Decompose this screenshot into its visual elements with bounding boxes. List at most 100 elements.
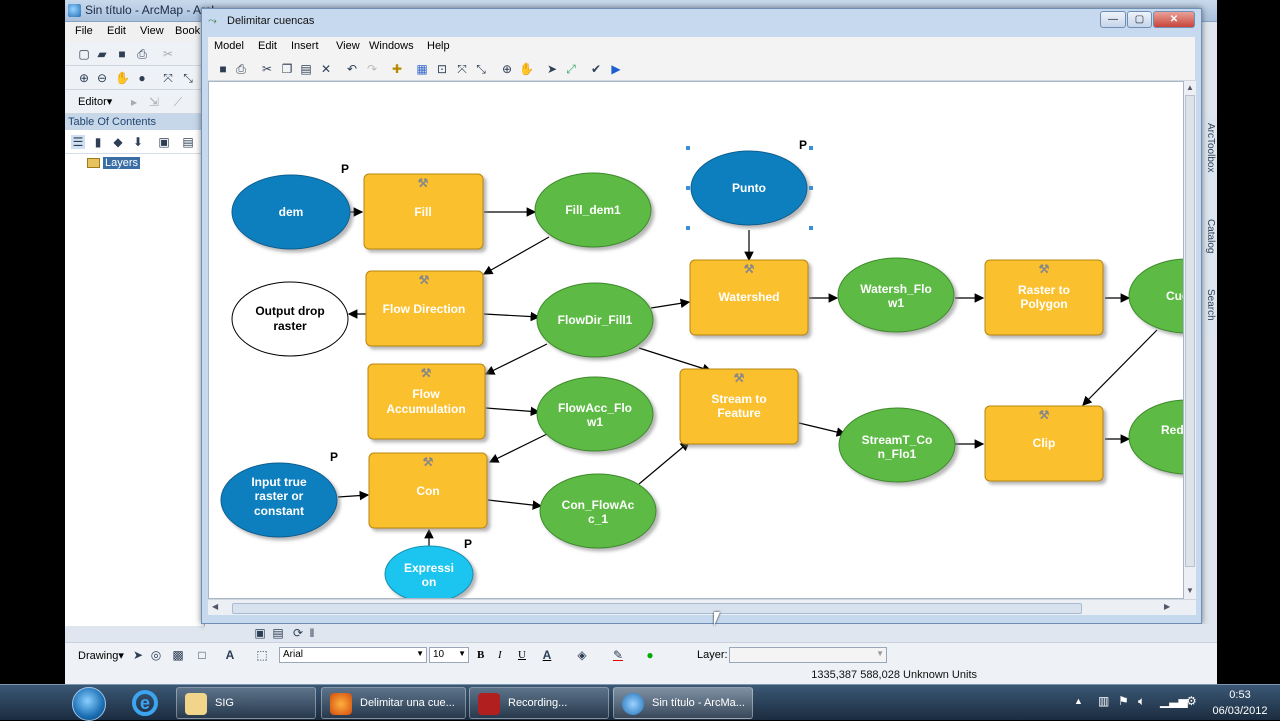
bold-button[interactable]: B [477,649,485,661]
menu-edit[interactable]: Edit [258,40,277,52]
dem-node[interactable] [231,174,351,250]
cuenca-node[interactable] [1128,258,1184,334]
menu-view[interactable]: View [140,25,164,37]
edit-tool-icon[interactable]: ▸ [130,95,138,109]
select-elements-icon[interactable]: ➤ [132,648,144,662]
underline-button[interactable]: U [518,649,526,661]
volume-icon[interactable]: 🔈︎ [1138,694,1146,708]
validate-icon[interactable]: ✔ [590,62,602,76]
network-icon[interactable]: ▁▃▅ [1160,694,1188,708]
cut-icon[interactable]: ✂ [162,47,174,61]
output-drop-raster-node[interactable] [231,281,349,357]
clock-time[interactable]: 0:53 [1229,689,1251,701]
search-tab[interactable]: Search [1205,289,1216,321]
fixed-zoom-out-icon[interactable]: ⤡ [476,62,486,76]
refresh-icon[interactable]: ⟳ [292,626,304,640]
edit-vertices-icon[interactable]: ⬚ [256,648,268,662]
safely-remove-icon[interactable]: ▥ [1098,694,1110,708]
layer-field[interactable]: ▼ [729,647,887,663]
undo-icon[interactable]: ↶ [346,62,358,76]
layout-view-icon[interactable]: ▤ [272,626,284,640]
pan-icon[interactable]: ✋ [519,62,534,76]
menu-bookmarks[interactable]: Book [175,25,201,37]
taskbar-item-arcmap[interactable]: Sin título - ArcMa... [613,687,753,719]
globe-icon[interactable]: ● [138,71,146,85]
font-name-field[interactable]: Arial▼ [279,647,427,663]
zoom-whole-page-icon[interactable]: ▩ [172,648,184,662]
catalog-tab[interactable]: Catalog [1205,219,1216,254]
add-data-icon[interactable]: ✚ [391,62,403,76]
sketch-icon[interactable]: ⟋ [173,95,183,109]
fill-color-icon[interactable]: ◈ [577,648,587,662]
list-by-source-icon[interactable]: ▮ [94,135,102,149]
new-icon[interactable]: ▢ [78,47,90,61]
save-icon[interactable]: ■ [118,47,126,61]
rectangle-icon[interactable]: □ [198,648,206,662]
input-raster-node[interactable] [220,462,338,538]
con-flowacc-1-node[interactable] [539,473,657,549]
watersh-flow1-node[interactable] [837,257,955,333]
internet-explorer-icon[interactable]: e [124,688,168,719]
rotate-icon[interactable]: ◎ [150,648,162,662]
editor-menu[interactable]: Editor▾ [78,96,113,108]
paste-icon[interactable]: ▤ [300,62,312,76]
pan-icon[interactable]: ✋ [115,71,130,85]
marker-color-icon[interactable]: ● [646,648,654,662]
full-extent-icon[interactable]: ⊡ [436,62,448,76]
menu-help[interactable]: Help [427,40,450,52]
clock-date[interactable]: 06/03/2012 [1212,705,1268,717]
auto-layout-icon[interactable]: ▦ [416,62,428,76]
minimize-button[interactable]: — [1100,11,1126,28]
show-hidden-icons-icon[interactable]: ▲ [1074,696,1083,706]
expression-node[interactable] [384,545,474,599]
layers-item[interactable]: Layers [103,157,141,169]
flowdir-fill1-node[interactable] [536,282,654,358]
print-icon[interactable]: ⎙ [137,47,147,61]
streamt-con-flo1-node[interactable] [838,407,956,483]
horizontal-scrollbar[interactable]: ◀ ▶ [208,599,1196,615]
arctoolbox-tab[interactable]: ArcToolbox [1205,123,1216,173]
raster-to-polygon-tool[interactable] [984,259,1104,336]
scroll-up-icon[interactable]: ▲ [1186,83,1194,92]
horizontal-scroll-thumb[interactable] [232,603,1082,614]
con-tool[interactable] [368,452,488,529]
red-node[interactable] [1128,399,1184,475]
zoom-out-icon[interactable]: ⊖ [96,71,108,85]
copy-icon[interactable]: ❐ [281,62,293,76]
taskbar-item-recording[interactable]: Recording... [469,687,609,719]
flow-accumulation-tool[interactable] [367,363,486,440]
font-size-field[interactable]: 10▼ [429,647,469,663]
options-icon[interactable]: ▣ [158,135,170,149]
start-button[interactable] [72,687,106,721]
toc-options-icon[interactable]: ▤ [182,135,194,149]
full-extent-icon[interactable]: ⤡ [183,71,193,85]
font-color-icon[interactable]: A [542,648,552,662]
fill-tool[interactable] [363,173,484,250]
select-icon[interactable]: ➤ [546,62,558,76]
maximize-button[interactable]: ▢ [1127,11,1152,28]
print-icon[interactable]: ⎙ [236,62,246,76]
menu-view[interactable]: View [336,40,360,52]
fixed-zoom-icon[interactable]: ⤧ [163,71,173,85]
menu-windows[interactable]: Windows [369,40,414,52]
zoom-icon[interactable]: ⊕ [501,62,513,76]
open-icon[interactable]: ▰ [97,47,107,61]
redo-icon[interactable]: ↷ [366,62,378,76]
taskbar-item-firefox[interactable]: Delimitar una cue... [321,687,466,719]
action-center-icon[interactable]: ⚑ [1118,694,1129,708]
save-icon[interactable]: ■ [219,62,227,76]
fill-dem1-node[interactable] [534,172,652,248]
menu-file[interactable]: File [75,25,93,37]
model-canvas[interactable]: dem P ⚒ Fill Fill_dem1 Punto P Output d [208,81,1184,599]
close-button[interactable]: ✕ [1153,11,1195,28]
cut-icon[interactable]: ✂ [261,62,273,76]
list-by-visibility-icon[interactable]: ◆ [113,135,123,149]
taskbar-item-sig[interactable]: SIG [176,687,316,719]
zoom-in-icon[interactable]: ⊕ [78,71,90,85]
edit-annotation-icon[interactable]: ⇲ [148,95,160,109]
fixed-zoom-in-icon[interactable]: ⤧ [457,62,467,76]
chevron-down-icon[interactable]: ▼ [876,649,884,658]
stream-to-feature-tool[interactable] [679,368,799,445]
vertical-scroll-thumb[interactable] [1185,95,1195,567]
punto-node[interactable] [690,150,808,226]
